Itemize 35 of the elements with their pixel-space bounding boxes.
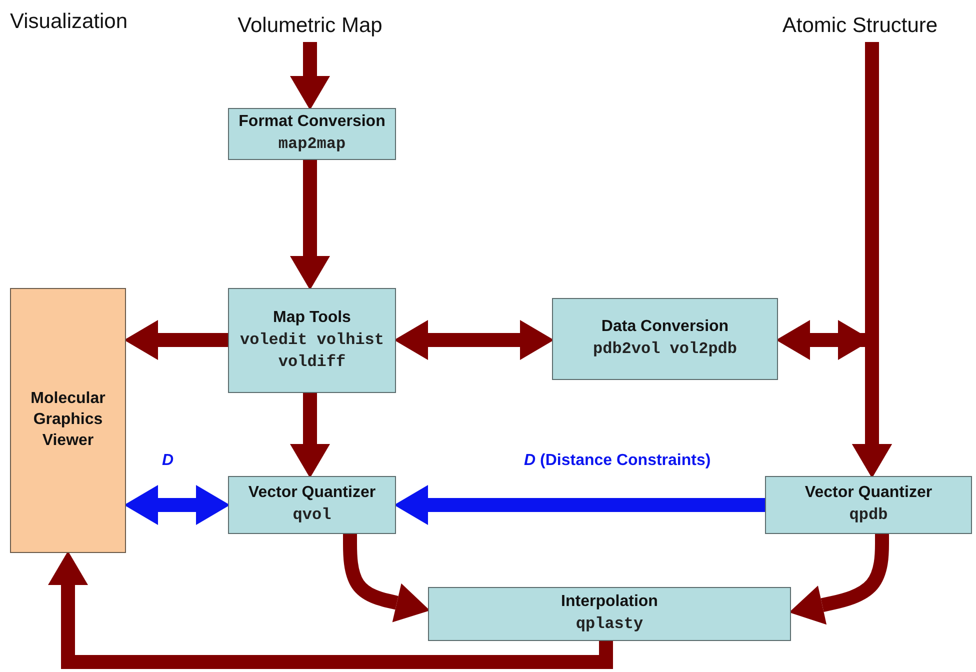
command-names: voledit volhist voldiff [238,330,386,373]
process-box [765,476,972,534]
box-title: Interpolation [561,592,658,612]
arrow [343,534,430,622]
command-names: qvol [292,505,332,526]
process-box [552,298,778,380]
process-box [228,476,396,534]
process-box [228,108,396,160]
process-box [228,288,396,393]
node-label: Volumetric Map [215,10,405,42]
box-title: Vector Quantizer [248,483,376,504]
box-title: Map Tools [273,308,351,328]
box-title: Molecular Graphics Viewer [30,389,106,451]
arrow [290,42,330,110]
viewer-box [10,288,126,553]
arrow [48,551,613,669]
command-names: qplasty [576,614,644,636]
arrow [124,485,230,525]
arrow [290,160,330,290]
command-names: qpdb [849,505,888,526]
arrow [394,485,765,525]
node-label: Atomic Structure [760,10,960,42]
command-names: pdb2vol vol2pdb [592,339,738,360]
edge-label: D (Distance Constraints) [522,452,713,470]
process-box [428,587,791,641]
arrow [789,534,889,625]
column-heading: Visualization [10,10,128,34]
box-title: Vector Quantizer [804,483,932,504]
command-names: map2map [278,134,346,156]
box-title: Data Conversion [601,317,729,338]
arrow [394,320,554,360]
arrow [290,393,330,478]
arrow [852,42,892,478]
box-title: Format Conversion [238,112,386,132]
arrow [124,320,228,360]
